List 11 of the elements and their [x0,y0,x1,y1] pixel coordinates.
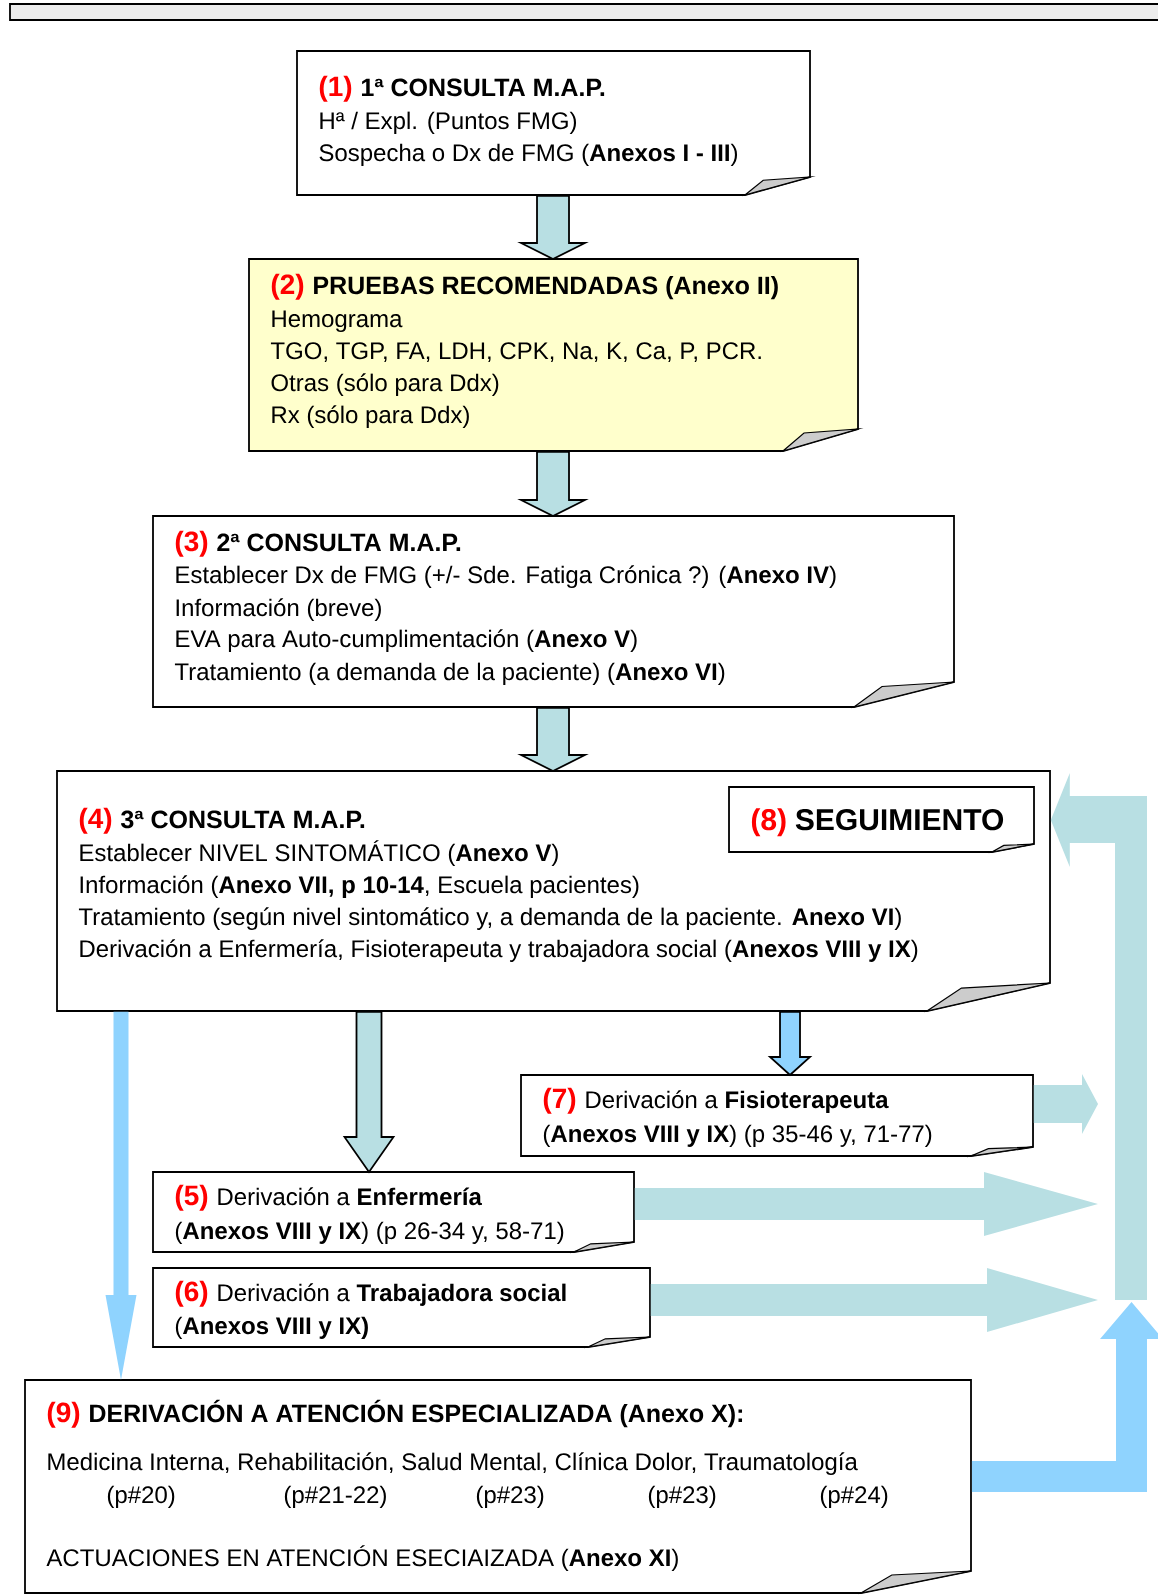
hatched-arrow [105,1011,137,1380]
block-arrow [342,1010,396,1174]
hatched-arrow [767,1010,813,1077]
block-arrow [517,706,589,772]
block-arrow [650,1268,1098,1332]
hatched-arrow [971,1302,1158,1492]
block-arrow [634,1172,1098,1236]
block-arrow [517,194,589,260]
block-arrow [517,450,589,517]
block-arrow [1050,773,1147,1300]
block-arrow [1033,1074,1098,1134]
